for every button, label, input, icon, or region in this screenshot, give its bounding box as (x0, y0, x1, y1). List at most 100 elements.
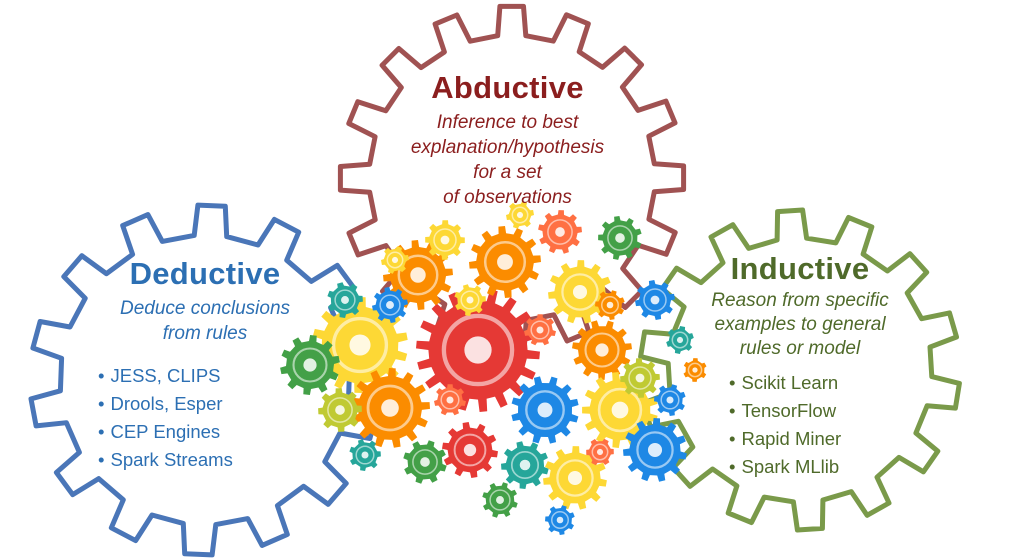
colorful-gear-hub (595, 343, 609, 357)
colorful-gear (312, 297, 408, 393)
colorful-gear-ring (441, 313, 515, 387)
colorful-gear-hub (536, 326, 544, 334)
abductive-title: Abductive (431, 70, 584, 105)
colorful-gear-hub (692, 367, 698, 373)
colorful-gear (425, 220, 465, 260)
colorful-gear-ring (687, 362, 703, 378)
colorful-gear (666, 326, 694, 354)
colorful-gear-hub (391, 256, 399, 264)
abductive-description-line: of observations (443, 187, 572, 208)
colorful-gear (416, 288, 540, 412)
colorful-gear-hub (466, 296, 474, 304)
colorful-gear-hub (341, 296, 349, 304)
colorful-gear-hub (497, 254, 513, 270)
colorful-gear-ring (355, 445, 375, 465)
colorful-gear-hub (464, 336, 492, 364)
colorful-gear-hub (463, 443, 477, 457)
colorful-gear-ring (584, 332, 620, 368)
colorful-gear (545, 505, 575, 535)
colorful-gear (381, 246, 409, 274)
colorful-gear (623, 418, 687, 482)
colorful-gear-ring (671, 331, 689, 349)
colorful-gear-hub (349, 334, 371, 356)
deductive-title: Deductive (129, 256, 281, 291)
abductive-description-line: Inference to best (436, 112, 579, 133)
colorful-gear-hub (555, 227, 565, 237)
colorful-gear (598, 216, 642, 260)
colorful-gear (349, 439, 381, 471)
colorful-gear-ring (551, 511, 569, 529)
colorful-gear-hub (635, 373, 645, 383)
deductive-tool-item: Spark Streams (98, 446, 330, 474)
colorful-gear-ring (597, 387, 643, 433)
colorful-gear-ring (607, 225, 633, 251)
colorful-gear (454, 284, 486, 316)
colorful-gear-ring (397, 254, 439, 296)
colorful-gear-hub (615, 233, 625, 243)
colorful-gear (572, 320, 632, 380)
colorful-gear-ring (601, 296, 619, 314)
colorful-gear-ring (460, 290, 480, 310)
colorful-gear-hub (666, 396, 674, 404)
colorful-gear-ring (511, 206, 529, 224)
colorful-gear-hub (381, 399, 399, 417)
colorful-gear (538, 210, 582, 254)
colorful-gear (620, 358, 660, 398)
inductive-tool-item: Scikit Learn (729, 369, 915, 397)
colorful-gear (372, 287, 408, 323)
colorful-gear-ring (591, 443, 609, 461)
inductive-description-line: rules or model (739, 338, 861, 359)
abductive-panel: Abductive Inference to best explanation/… (380, 70, 635, 210)
colorful-gear-ring (628, 366, 652, 390)
colorful-gear-hub (572, 284, 588, 300)
abductive-description-line: for a set (473, 162, 542, 183)
colorful-gear (501, 441, 549, 489)
colorful-gear-ring (561, 273, 599, 311)
colorful-gear-hub (410, 267, 426, 283)
colorful-gear-hub (650, 295, 660, 305)
colorful-gear-hub (420, 457, 430, 467)
colorful-gear-ring (453, 433, 487, 467)
colorful-gear-ring (331, 316, 389, 374)
deductive-description-line: from rules (162, 323, 248, 344)
colorful-gear-ring (386, 251, 404, 269)
colorful-gear-ring (489, 489, 511, 511)
colorful-gear-ring (530, 320, 550, 340)
deductive-description-line: Deduce conclusions (119, 298, 291, 319)
colorful-gear-ring (547, 219, 573, 245)
colorful-gear-ring (433, 228, 457, 252)
deductive-tool-list: JESS, CLIPS Drools, Esper CEP Engines Sp… (80, 362, 330, 474)
inductive-description-line: Reason from specific (711, 290, 889, 311)
abductive-description-line: explanation/hypothesis (410, 137, 605, 158)
colorful-gear-hub (519, 459, 531, 471)
colorful-gear-ring (366, 384, 414, 432)
colorful-gear-hub (361, 451, 369, 459)
colorful-gear-ring (556, 459, 594, 497)
colorful-gear (511, 376, 579, 444)
colorful-gear-ring (483, 240, 527, 284)
colorful-gear-hub (606, 301, 614, 309)
colorful-gear (586, 438, 614, 466)
colorful-gear (442, 422, 498, 478)
abductive-description: Inference to best explanation/hypothesis… (380, 110, 635, 210)
colorful-gear (683, 358, 707, 382)
colorful-gear-hub (335, 405, 345, 415)
colorful-gear (469, 226, 541, 298)
colorful-gear-hub (647, 442, 663, 458)
colorful-gear-hub (386, 301, 394, 309)
colorful-gear-ring (440, 390, 460, 410)
colorful-gear-ring (334, 289, 356, 311)
colorful-gear (482, 482, 518, 518)
colorful-gear-ring (379, 294, 401, 316)
colorful-gear (506, 201, 534, 229)
colorful-gear-ring (643, 288, 667, 312)
colorful-gear (654, 384, 686, 416)
colorful-gear-hub (567, 470, 583, 486)
colorful-gear-hub (516, 211, 524, 219)
colorful-gear-hub (446, 396, 454, 404)
deductive-tool-item: Drools, Esper (98, 390, 330, 418)
colorful-gear-hub (537, 402, 553, 418)
brain-of-gears-illustration (280, 201, 707, 535)
colorful-gear-ring (412, 449, 438, 475)
colorful-gear (635, 280, 675, 320)
